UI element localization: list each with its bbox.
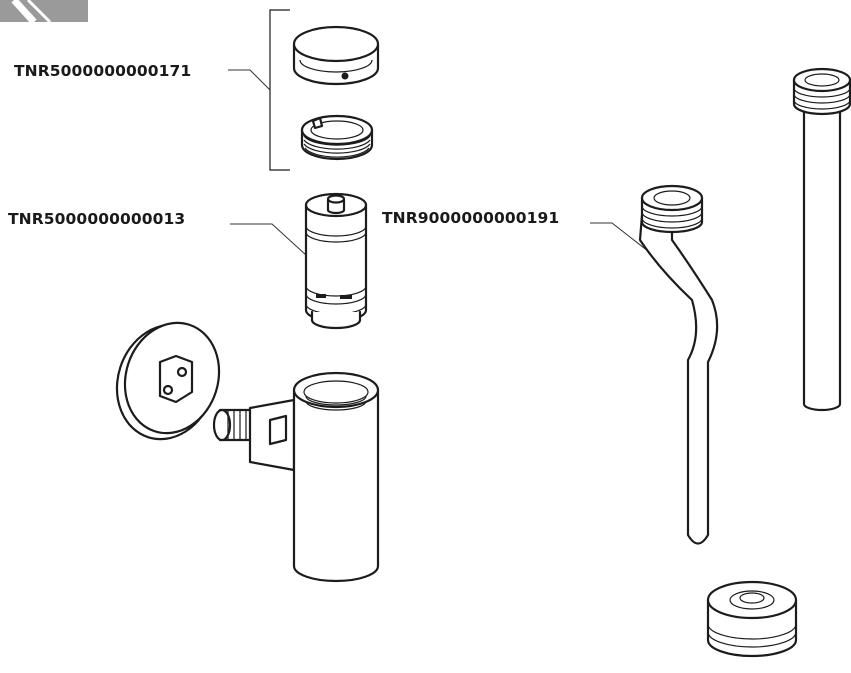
bent-pipe-part-number: TNR9000000000191: [382, 209, 560, 227]
escutcheon-plate-part: [115, 321, 221, 441]
threaded-ring-part: [300, 114, 374, 161]
straight-pipe-part: [792, 67, 851, 412]
cartridge-part: [230, 192, 368, 330]
top-cap-part: [292, 25, 380, 86]
valve-body-part: [212, 371, 380, 583]
cartridge-part-number: TNR5000000000013: [8, 210, 186, 228]
cap-set-part-number: TNR5000000000171: [14, 62, 192, 80]
corner-tab: [0, 0, 88, 25]
bottom-adapter-part: [706, 580, 798, 658]
cap-set-bracket: [228, 9, 290, 171]
bent-pipe-part: [590, 184, 719, 545]
